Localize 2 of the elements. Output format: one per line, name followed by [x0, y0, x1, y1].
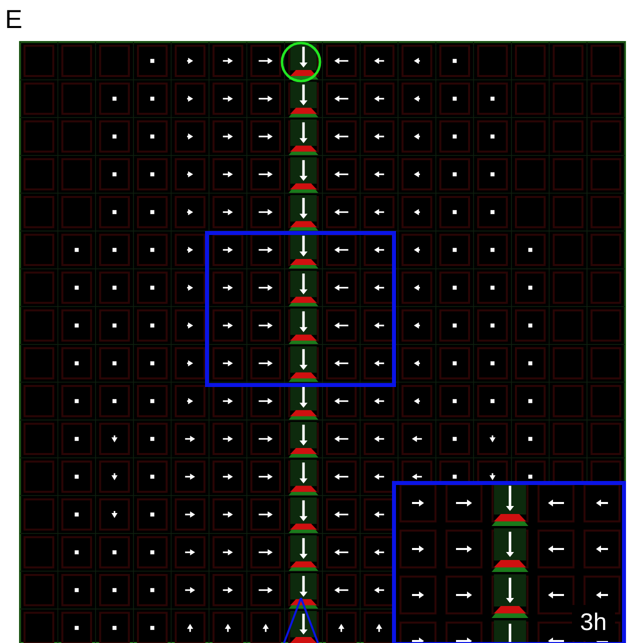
panel-letter: E	[5, 6, 22, 32]
time-label: 3h	[572, 605, 615, 641]
